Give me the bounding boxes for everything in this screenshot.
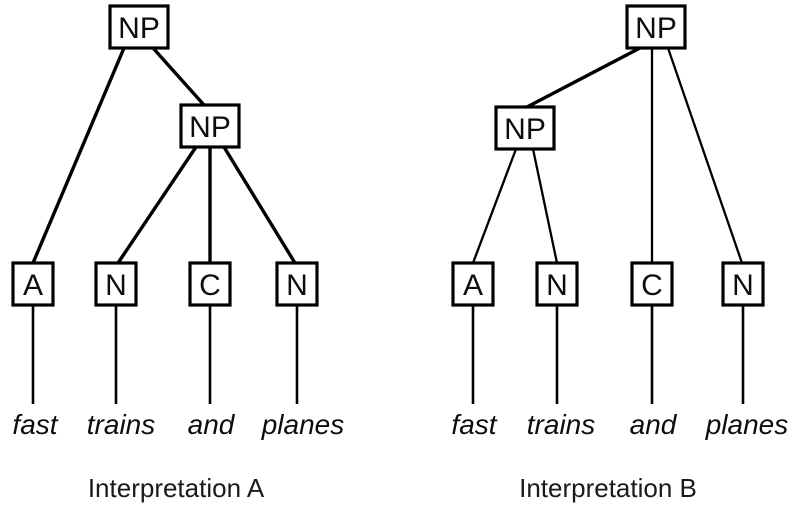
node-box-a-pos-n2[interactable] xyxy=(275,261,319,307)
node-label-a-pos-c: C xyxy=(199,269,221,302)
word-a-word-fast: fast xyxy=(12,409,58,440)
word-a-word-trains: trains xyxy=(87,409,155,440)
caption-tree-b: Interpretation B xyxy=(519,473,697,503)
word-b-word-fast: fast xyxy=(451,409,497,440)
word-b-word-trains: trains xyxy=(527,409,595,440)
node-box-b-pos-a[interactable] xyxy=(451,261,495,307)
node-label-a-pos-n1: N xyxy=(105,269,127,302)
node-box-b-pos-n2[interactable] xyxy=(721,261,765,307)
node-box-b-np-inner[interactable] xyxy=(494,105,556,151)
tree-edge-b-edge-np-n1 xyxy=(531,148,559,264)
node-label-b-np-root: NP xyxy=(635,12,677,45)
word-b-word-and: and xyxy=(630,409,678,440)
tree-edge-b-edge-root-n2 xyxy=(666,47,744,264)
node-box-b-pos-n1[interactable] xyxy=(535,261,579,307)
node-box-a-pos-n1[interactable] xyxy=(94,261,138,307)
node-box-a-np-inner[interactable] xyxy=(179,103,241,149)
caption-tree-a: Interpretation A xyxy=(88,473,265,503)
node-box-a-pos-a[interactable] xyxy=(11,261,55,307)
node-label-a-np-root: NP xyxy=(118,12,160,45)
tree-edge-b-edge-np-a xyxy=(471,148,518,264)
node-label-a-pos-a: A xyxy=(23,269,43,302)
node-label-a-pos-n2: N xyxy=(286,269,308,302)
node-label-b-pos-n2: N xyxy=(732,269,754,302)
node-box-a-np-root[interactable] xyxy=(108,4,170,50)
tree-edge-a-edge-root-np xyxy=(151,46,206,107)
tree-edge-a-edge-np-n1 xyxy=(116,146,198,264)
word-a-word-and: and xyxy=(188,409,236,440)
tree-edge-a-edge-root-a xyxy=(31,47,126,264)
node-box-b-pos-c[interactable] xyxy=(630,261,674,307)
node-box-a-pos-c[interactable] xyxy=(188,261,232,307)
tree-edge-a-edge-np-n2 xyxy=(222,146,297,264)
word-a-word-planes: planes xyxy=(261,409,345,440)
node-label-b-pos-a: A xyxy=(463,269,483,302)
node-label-a-np-inner: NP xyxy=(189,111,231,144)
node-label-b-pos-c: C xyxy=(641,269,663,302)
node-label-b-pos-n1: N xyxy=(546,269,568,302)
word-b-word-planes: planes xyxy=(705,409,789,440)
node-label-b-np-inner: NP xyxy=(504,113,546,146)
tree-edge-b-edge-root-np xyxy=(526,46,641,109)
node-box-b-np-root[interactable] xyxy=(625,4,687,50)
